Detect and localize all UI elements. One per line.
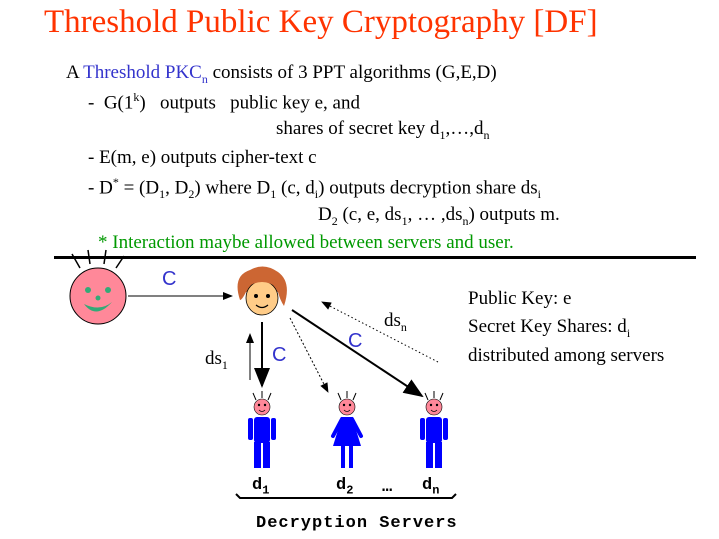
interaction-note: * Interaction maybe allowed between serv… — [98, 232, 514, 253]
c-down-label: C — [272, 344, 287, 366]
d-algorithm-line: - D* = (D1, D2) where D1 (c, di) outputs… — [88, 175, 541, 202]
shares-line: shares of secret key d1,…,dn — [276, 118, 490, 142]
servers-bracket — [235, 493, 457, 499]
ds1-label: ds1 — [205, 348, 228, 372]
definition-line: A Threshold PKCn consists of 3 PPT algor… — [66, 62, 497, 87]
threshold-pkc: Threshold PKCn — [83, 62, 208, 86]
e-algorithm-line: - E(m, e) outputs cipher-text c — [88, 147, 317, 168]
public-key-info: Public Key: e — [468, 288, 572, 309]
secret-shares-info: Secret Key Shares: di — [468, 316, 631, 340]
c-diag-label: C — [348, 330, 363, 352]
dsn-label: dsn — [384, 310, 407, 334]
user-face-icon — [69, 249, 127, 325]
middle-dashed-arrow — [289, 317, 329, 393]
server-dn-label: dn — [422, 476, 440, 498]
server-d2-label: d2 — [336, 476, 354, 498]
c-user-label: C — [162, 268, 177, 290]
ellipsis: … — [382, 478, 393, 497]
dsn-arrow — [321, 301, 439, 363]
server-2-icon — [331, 391, 363, 468]
combiner-face-icon — [237, 266, 287, 316]
server-n-icon — [420, 391, 448, 468]
definition-rest: consists of 3 PPT algorithms (G,E,D) — [212, 62, 497, 83]
distributed-info: distributed among servers — [468, 345, 665, 366]
divider-rule — [54, 256, 696, 259]
c-diag-arrow — [291, 309, 424, 398]
article: A — [66, 62, 79, 83]
d2-line: D2 (c, e, ds1, … ,dsn) outputs m. — [318, 204, 560, 228]
server-d1-label: d1 — [252, 476, 270, 498]
page-title: Threshold Public Key Cryptography [DF] — [44, 4, 598, 40]
servers-label: Decryption Servers — [256, 514, 458, 533]
g-algorithm-line: - G(1k) outputs public key e, and — [88, 90, 360, 114]
server-1-icon — [248, 391, 276, 468]
